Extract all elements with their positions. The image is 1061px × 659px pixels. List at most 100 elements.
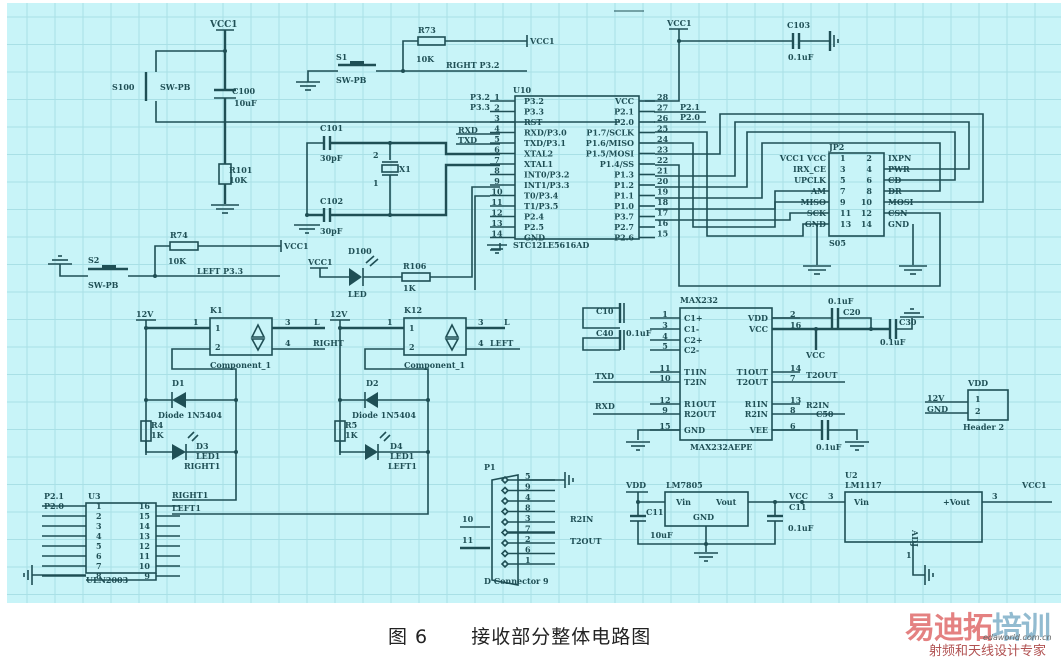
u10-pin-num: 13 — [491, 218, 503, 228]
vcc1-label: VCC1 — [283, 241, 309, 251]
watermark-main: 易迪拓 — [905, 611, 993, 646]
c10-label: C10 — [596, 306, 614, 316]
c40-value: 0.1uF — [626, 328, 652, 338]
r4-label: R4 — [151, 420, 164, 430]
u10-ext-p20: P2.0 — [680, 112, 700, 122]
k1-label: K1 — [210, 305, 223, 315]
k12-pin3: 3 — [478, 317, 484, 327]
u2-adj: ADJ — [910, 529, 920, 547]
uln-pin-num: 6 — [96, 551, 102, 561]
d1-type: Diode 1N5404 — [158, 410, 222, 420]
db9-pin-num: 5 — [525, 471, 531, 481]
c30-label: C30 — [899, 317, 917, 327]
c20-label: C20 — [843, 307, 861, 317]
header-12v: 12V — [927, 393, 945, 403]
s2-label: S2 — [88, 255, 99, 265]
d1-label: D1 — [172, 378, 185, 388]
k1-inner5: 2 — [215, 342, 221, 352]
max232-pin-name: GND — [684, 425, 705, 435]
ground-icon — [900, 308, 924, 318]
header-gnd: GND — [927, 404, 948, 414]
d100-type: LED — [348, 289, 367, 299]
k1-right: RIGHT — [313, 338, 344, 348]
max-r2in: R2IN — [806, 400, 829, 410]
c101-value: 30pF — [320, 153, 343, 163]
u10-pin-num: 16 — [657, 218, 669, 228]
grid — [7, 3, 1061, 603]
d2-type: Diode 1N5404 — [352, 410, 416, 420]
u10-pin-num: 5 — [494, 134, 500, 144]
c11a-value: 10uF — [650, 530, 673, 540]
uln-pin-num: 3 — [96, 521, 102, 531]
s100-type: SW-PB — [160, 82, 191, 92]
uln-pin-num: 2 — [96, 511, 102, 521]
r73-label: R73 — [418, 25, 436, 35]
jp2-pin-num: 3 — [840, 164, 846, 174]
c50-label: C50 — [816, 409, 834, 419]
max232-pin-num: 5 — [662, 341, 668, 351]
jp2-pin-num: 7 — [840, 186, 846, 196]
max-txd: TXD — [595, 371, 614, 381]
uln-pin-num: 16 — [139, 501, 151, 511]
watermark-text: 易迪拓培训 — [905, 603, 1051, 647]
vcc1-label: VCC1 — [666, 18, 692, 28]
max232-pin-name: R2IN — [745, 409, 768, 419]
uln-pin-num: 14 — [139, 521, 151, 531]
s2-switch: S2 SW-PB VCC1 R74 10K LEFT P3.3 — [48, 230, 309, 290]
txd-net: TXD — [458, 135, 477, 145]
u10-pin-name: P3.7 — [614, 212, 634, 222]
k1-inner1: 1 — [215, 323, 221, 333]
x1-pin2: 2 — [373, 150, 379, 160]
jp2-right-net: IXPN — [888, 153, 911, 163]
max232-pin-num: 3 — [662, 320, 668, 330]
max232-pin-num: 16 — [790, 320, 802, 330]
u2-part: LM1117 — [845, 480, 882, 490]
u10-pin-name: GND — [524, 233, 545, 243]
u10-pin-name: P1.4/SS — [600, 159, 634, 169]
s100-label: S100 — [112, 82, 135, 92]
u10-ext-p33: P3.3 — [470, 102, 490, 112]
u10-pin-name: P1.1 — [614, 191, 634, 201]
u10-pin-num: 1 — [494, 92, 500, 102]
max232-pin-name: T1OUT — [737, 367, 768, 377]
reset-circuit: VCC1 S100 SW-PB C100 10uF R101 10K — [112, 20, 620, 214]
u10-pin-name: P2.6 — [614, 233, 634, 243]
u10-pin-name: P1.2 — [614, 180, 634, 190]
r5-label: R5 — [345, 420, 357, 430]
u2-pin3b: 3 — [992, 491, 998, 501]
max232-pin-name: R1OUT — [684, 399, 716, 409]
u10-pin-num: 24 — [657, 134, 669, 144]
u10-pin-name: P2.0 — [614, 117, 634, 127]
p1-t2out: T2OUT — [570, 536, 601, 546]
max232-pin-num: 1 — [662, 309, 668, 319]
max232-pin-name: R1IN — [745, 399, 768, 409]
c11a-label: C11 — [646, 507, 664, 517]
jp2-right-net: GND — [888, 219, 909, 229]
max232-label: MAX232 — [680, 295, 718, 305]
max232-pin-num: 10 — [659, 373, 671, 383]
k12-inner1: 1 — [409, 323, 415, 333]
c11b-value: 0.1uF — [788, 523, 814, 533]
max232-pin-name: VDD — [747, 313, 768, 323]
ground-icon — [211, 204, 239, 214]
max232-pin-name: R2OUT — [684, 409, 716, 419]
p1-part: D Connector 9 — [484, 576, 549, 586]
u3-right1: RIGHT1 — [172, 490, 208, 500]
schematic-panel — [7, 3, 1061, 603]
c103-decoupling: VCC1 C103 0.1uF — [645, 18, 839, 102]
u10-pin-name: XTAL1 — [524, 159, 553, 169]
db9-pin-num: 3 — [525, 513, 531, 523]
uln-pin-num: 4 — [96, 531, 102, 541]
d2-label: D2 — [366, 378, 379, 388]
header-part: Header 2 — [963, 422, 1004, 432]
p1-ext11: 11 — [462, 535, 473, 545]
u3-p21: P2.1 — [44, 491, 64, 501]
k12-pin1: 1 — [387, 317, 393, 327]
u10-pin-num: 26 — [657, 113, 669, 123]
max232-pin-name: T2OUT — [737, 377, 768, 387]
max232-pin-name: C2- — [684, 345, 699, 355]
u10-pin-num: 9 — [494, 176, 500, 186]
k1-pin4: 4 — [285, 338, 291, 348]
max232-part: MAX232AEPE — [690, 442, 752, 452]
u10-ext-p21: P2.1 — [680, 102, 700, 112]
